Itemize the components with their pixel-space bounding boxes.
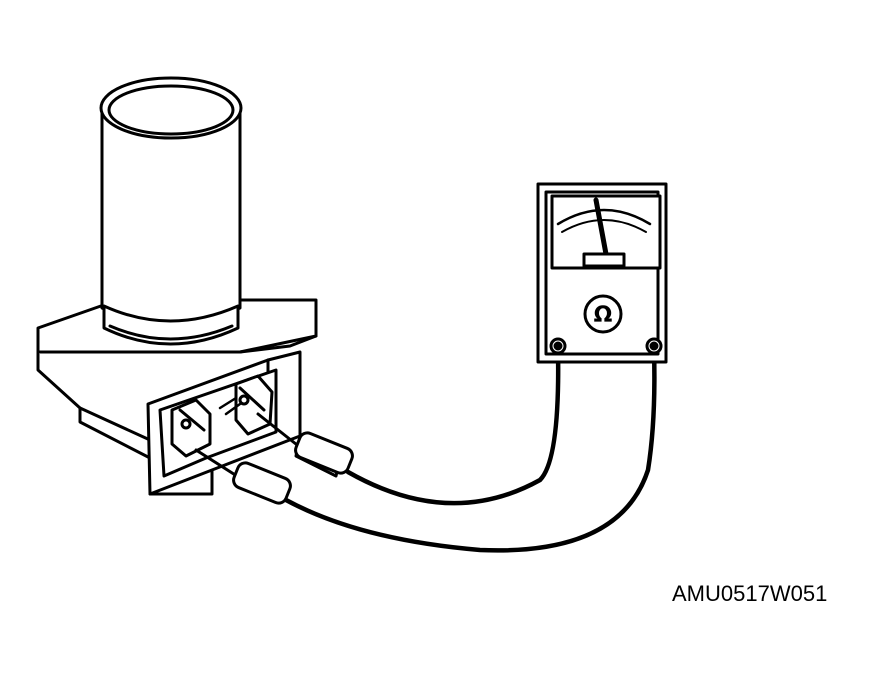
test-lead-icon (194, 347, 657, 553)
solenoid-relay-icon (36, 76, 318, 496)
ohm-symbol-icon: Ω (583, 294, 623, 334)
ohmmeter-icon (536, 182, 668, 364)
meter-ohm-symbol: Ω (594, 303, 613, 328)
figure-code: AMU0517W051 (672, 581, 828, 606)
